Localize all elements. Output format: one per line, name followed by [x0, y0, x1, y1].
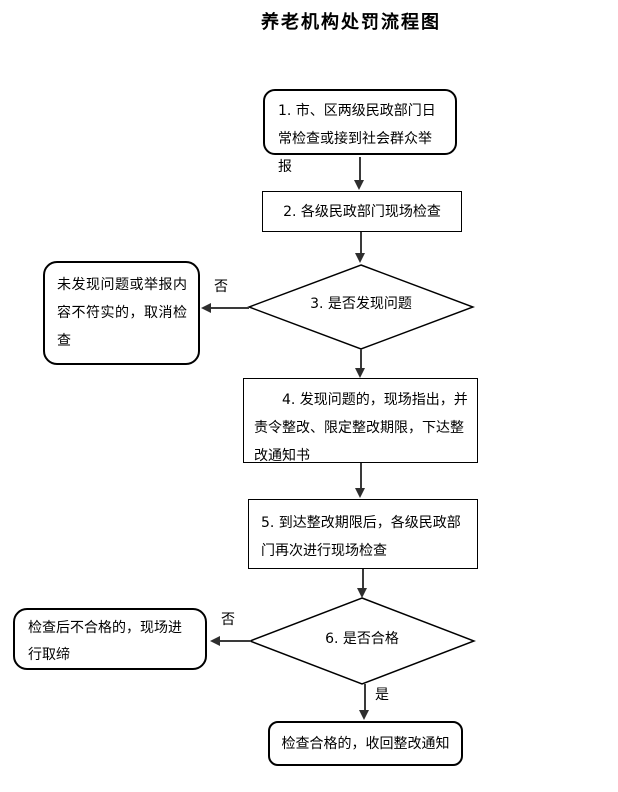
arrow-line — [210, 306, 249, 309]
edge-label-no-3: 否 — [214, 279, 228, 295]
arrow-line — [358, 157, 361, 181]
node-cancel-label: 未发现问题或举报内容不符实的，取消检查 — [57, 277, 187, 349]
arrow-left-icon — [210, 635, 220, 646]
arrow-down-icon — [355, 488, 365, 498]
arrow-down-icon — [359, 710, 369, 720]
node-decision6-label: 6. 是否合格 — [325, 631, 399, 647]
arrow-line — [219, 639, 251, 642]
arrow-line — [359, 463, 362, 489]
node-step2-label: 2. 各级民政部门现场检查 — [283, 203, 441, 220]
node-step4: 4. 发现问题的，现场指出，并责令整改、限定整改期限，下达整改通知书 — [243, 378, 478, 464]
arrow-left-icon — [201, 302, 211, 313]
node-step1-label: 1. 市、区两级民政部门日常检查或接到社会群众举报 — [278, 103, 436, 175]
node-ban-note: 检查后不合格的，现场进行取缔 — [13, 608, 207, 670]
arrow-down-icon — [355, 253, 365, 263]
node-decision3-label: 3. 是否发现问题 — [310, 296, 412, 312]
node-end-label: 检查合格的，收回整改通知 — [281, 735, 450, 752]
node-step5-label: 5. 到达整改期限后，各级民政部门再次进行现场检查 — [261, 515, 461, 559]
node-end: 检查合格的，收回整改通知 — [268, 721, 463, 766]
arrow-line — [359, 349, 362, 369]
arrow-down-icon — [354, 180, 364, 190]
edge-label-no-6: 否 — [221, 612, 235, 628]
node-step4-label-line1: 4. 发现问题的，现场指出，并 — [282, 392, 468, 408]
node-step5: 5. 到达整改期限后，各级民政部门再次进行现场检查 — [248, 499, 478, 569]
node-ban-label: 检查后不合格的，现场进行取缔 — [28, 620, 182, 663]
edge-label-yes-6: 是 — [375, 687, 389, 703]
arrow-line — [361, 569, 364, 589]
arrow-line — [363, 684, 366, 711]
node-step1-start: 1. 市、区两级民政部门日常检查或接到社会群众举报 — [263, 89, 457, 175]
node-step2: 2. 各级民政部门现场检查 — [262, 191, 462, 232]
node-cancel-note: 未发现问题或举报内容不符实的，取消检查 — [43, 261, 200, 365]
arrow-down-icon — [355, 368, 365, 378]
node-step4-label-rest: 责令整改、限定整改期限，下达整改通知书 — [254, 420, 464, 464]
arrow-line — [359, 232, 362, 254]
page-title: 养老机构处罚流程图 — [261, 12, 441, 33]
arrow-down-icon — [357, 588, 367, 598]
